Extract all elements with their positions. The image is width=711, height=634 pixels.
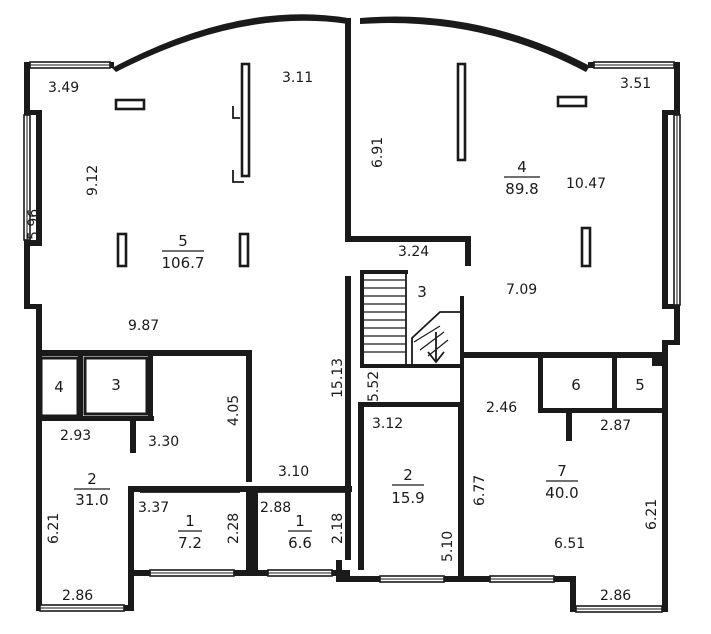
dimension-label: 6.77	[472, 475, 488, 506]
dimension-label: 2.86	[62, 588, 93, 604]
room-5-number: 5	[178, 232, 188, 250]
dimension-label: 2.87	[600, 418, 631, 434]
dimension-label: 15.13	[330, 358, 346, 398]
room-2-left-number: 2	[87, 470, 97, 488]
columns	[114, 62, 592, 268]
dimension-label: 3.24	[398, 244, 429, 260]
room-2-right-number: 2	[403, 466, 413, 484]
dimension-label: 7.09	[506, 282, 537, 298]
dimension-label: 2.88	[260, 500, 291, 516]
room-2-right-area: 15.9	[391, 489, 424, 507]
dimension-label: 3.12	[372, 416, 403, 432]
staircase	[364, 274, 460, 364]
dimension-label: 5.52	[366, 371, 382, 402]
room-1-a-area: 7.2	[178, 534, 202, 552]
room-1-b-number: 1	[295, 512, 305, 530]
dimension-label: 6.21	[644, 499, 660, 530]
room-2-left-area: 31.0	[75, 491, 108, 509]
dimension-label: 3.10	[278, 464, 309, 480]
room-1-a-number: 1	[185, 512, 195, 530]
room-3-stair-number: 3	[417, 283, 427, 301]
dimension-label: 9.12	[85, 165, 101, 196]
dimension-label: 5.10	[440, 531, 456, 562]
dimension-label: 4.05	[226, 395, 242, 426]
room-7-number: 7	[557, 462, 567, 480]
room-1-b-area: 6.6	[288, 534, 312, 552]
windows	[23, 61, 681, 613]
closet-6-number: 6	[571, 376, 581, 394]
dimension-label: 2.86	[600, 588, 631, 604]
closets	[39, 356, 149, 418]
dimension-label: 6.91	[370, 137, 386, 168]
dimension-label: 6.51	[554, 536, 585, 552]
closet-3-number: 3	[111, 376, 121, 394]
dimension-label: 3.37	[138, 500, 169, 516]
dimension-label: 2.46	[486, 400, 517, 416]
dimension-label: 9.87	[128, 318, 159, 334]
room-7-area: 40.0	[545, 484, 578, 502]
room-5-area: 106.7	[162, 254, 205, 272]
dimension-label: 10.47	[566, 176, 606, 192]
dimension-label: 3.51	[620, 76, 651, 92]
dimension-label: 3.30	[148, 434, 179, 450]
room-labels: 5 106.7 4 89.8 3 2 31.0 1 7.2 1 6.6 2 15…	[54, 158, 645, 552]
dimension-label: 2.93	[60, 428, 91, 444]
dimension-label: 2.18	[330, 513, 346, 544]
dimension-label: 6.21	[46, 513, 62, 544]
room-4-number: 4	[517, 158, 527, 176]
dimension-labels: 3.49 3.11 3.51 9.12 6.91 10.47 5.96 3.24…	[26, 70, 660, 604]
closet-5-number: 5	[635, 376, 645, 394]
dimension-label: 2.28	[226, 513, 242, 544]
interior-walls	[36, 18, 668, 580]
dimension-label: 5.96	[26, 209, 42, 240]
dimension-label: 3.11	[282, 70, 313, 86]
room-4-area: 89.8	[505, 180, 538, 198]
dimension-label: 3.49	[48, 80, 79, 96]
closet-4-number: 4	[54, 378, 64, 396]
